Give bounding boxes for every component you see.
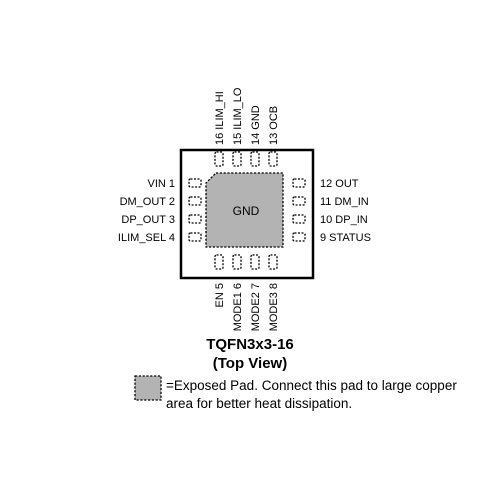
pin-pad-3: [188, 214, 202, 224]
pin-pad-14: [250, 151, 260, 167]
pin-label-3: DP_OUT 3: [121, 214, 175, 226]
pin-pad-11: [292, 196, 306, 206]
pin-label-13: 13 OCB: [268, 106, 280, 145]
package-name: TQFN3x3-16: [206, 336, 294, 353]
pin-pad-7: [250, 254, 260, 270]
pin-pad-13: [268, 151, 278, 167]
pin-label-10: 10 DP_IN: [320, 214, 368, 226]
pin-pad-9: [292, 232, 306, 242]
pin-pad-12: [292, 178, 306, 188]
legend-swatch: [134, 375, 162, 401]
pin-label-4: ILIM_SEL 4: [118, 232, 175, 244]
pin-label-14: 14 GND: [250, 105, 262, 145]
pin-pad-8: [268, 254, 278, 270]
pin-label-2: DM_OUT 2: [120, 196, 175, 208]
pin-label-7: MODE2 7: [250, 283, 262, 331]
pin-pad-16: [214, 151, 224, 167]
pin-label-9: 9 STATUS: [320, 232, 371, 244]
pin-pad-4: [188, 232, 202, 242]
pin-pad-1: [188, 178, 202, 188]
pin-label-5: EN 5: [214, 283, 226, 307]
exposed-pad: [205, 172, 284, 248]
pin-pad-2: [188, 196, 202, 206]
legend-text: =Exposed Pad. Connect this pad to large …: [166, 378, 457, 411]
pin-label-12: 12 OUT: [320, 178, 359, 190]
pin-label-8: MODE3 8: [268, 283, 280, 331]
pin-label-15: 15 ILIM_LO: [232, 87, 244, 145]
pin-pad-15: [232, 151, 242, 167]
pin-labels: VIN 1 DM_OUT 2 DP_OUT 3 ILIM_SEL 4 12 OUT 11 …: [118, 87, 371, 331]
exposed-pad-label: GND: [233, 204, 260, 218]
pin-label-11: 11 DM_IN: [320, 196, 369, 208]
pin-pad-5: [214, 254, 224, 270]
pin-pad-6: [232, 254, 242, 270]
pin-pads: [188, 151, 306, 270]
pin-label-6: MODE1 6: [232, 283, 244, 331]
pin-label-1: VIN 1: [147, 178, 175, 190]
package-view: (Top View): [212, 355, 288, 372]
pin-pad-10: [292, 214, 306, 224]
pin-label-16: 16 ILIM_HI: [214, 91, 226, 145]
